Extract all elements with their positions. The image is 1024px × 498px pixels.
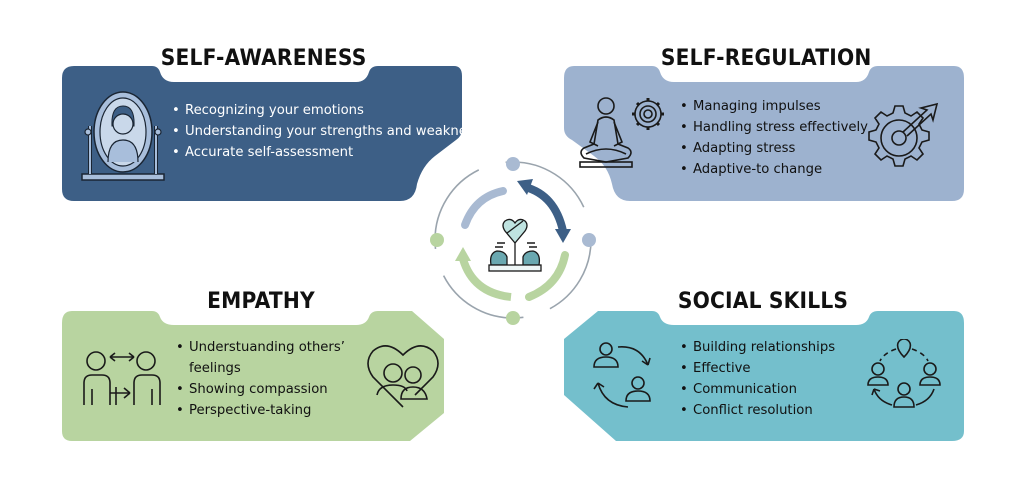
node-top: [506, 157, 520, 171]
arc-bottom-right: [525, 251, 569, 301]
title-self-regulation: SELF-REGULATION: [660, 46, 872, 71]
card-shape: [62, 311, 444, 441]
gear-target-icon: [865, 100, 945, 177]
arrow-dark-blue: [523, 183, 567, 232]
card-empathy: EMPATHY Understuanding others’ feelings …: [60, 287, 470, 447]
card-empathy-background: [62, 311, 444, 441]
heart-people-icon: [365, 341, 441, 416]
list-item: Perspective-taking: [176, 400, 345, 421]
list-item: Communication: [680, 379, 835, 400]
meditation-gear-icon: [576, 92, 666, 177]
list-item: Handling stress effectively: [680, 117, 868, 138]
people-exchange-icon: [80, 345, 164, 410]
list-item: Understanding your strengths and weaknes…: [172, 121, 489, 142]
node-left: [430, 233, 444, 247]
list-self-regulation: Managing impulses Handling stress effect…: [680, 96, 868, 180]
title-self-awareness: SELF-AWARENESS: [160, 46, 367, 71]
list-social-skills: Building relationships Effective Communi…: [680, 337, 835, 421]
list-item: Showing compassion: [176, 379, 345, 400]
list-item: Recognizing your emotions: [172, 100, 489, 121]
list-item: Conflict resolution: [680, 400, 835, 421]
list-empathy: Understuanding others’ feelings Showing …: [176, 337, 345, 421]
card-self-awareness: SELF-AWARENESS Recognizing your emotions…: [60, 44, 489, 209]
center-cycle: [425, 155, 605, 330]
list-item: Managing impulses: [680, 96, 868, 117]
network-people-icon: [866, 338, 942, 416]
list-item: Accurate self-assessment: [172, 142, 489, 163]
list-item: Understuanding others’: [176, 337, 345, 358]
node-right: [582, 233, 596, 247]
title-social-skills: SOCIAL SKILLS: [677, 289, 849, 314]
mirror-person-icon: [78, 86, 168, 187]
heart-plant-hands-icon: [483, 213, 547, 282]
list-item: Adaptive-to change: [680, 159, 868, 180]
card-self-regulation: SELF-REGULATION Managing impulses Handli…: [560, 44, 970, 209]
arrow-green: [459, 257, 512, 301]
list-self-awareness: Recognizing your emotions Understanding …: [172, 100, 489, 163]
title-empathy: EMPATHY: [207, 289, 315, 314]
arc-top-left: [461, 187, 507, 229]
list-item: Adapting stress: [680, 138, 868, 159]
people-cycle-icon: [590, 341, 660, 414]
list-item: Building relationships: [680, 337, 835, 358]
node-bottom: [506, 311, 520, 325]
list-item: Effective: [680, 358, 835, 379]
list-item-continuation: feelings: [189, 361, 241, 376]
card-social-skills: SOCIAL SKILLS Building relationships Eff…: [560, 287, 970, 447]
